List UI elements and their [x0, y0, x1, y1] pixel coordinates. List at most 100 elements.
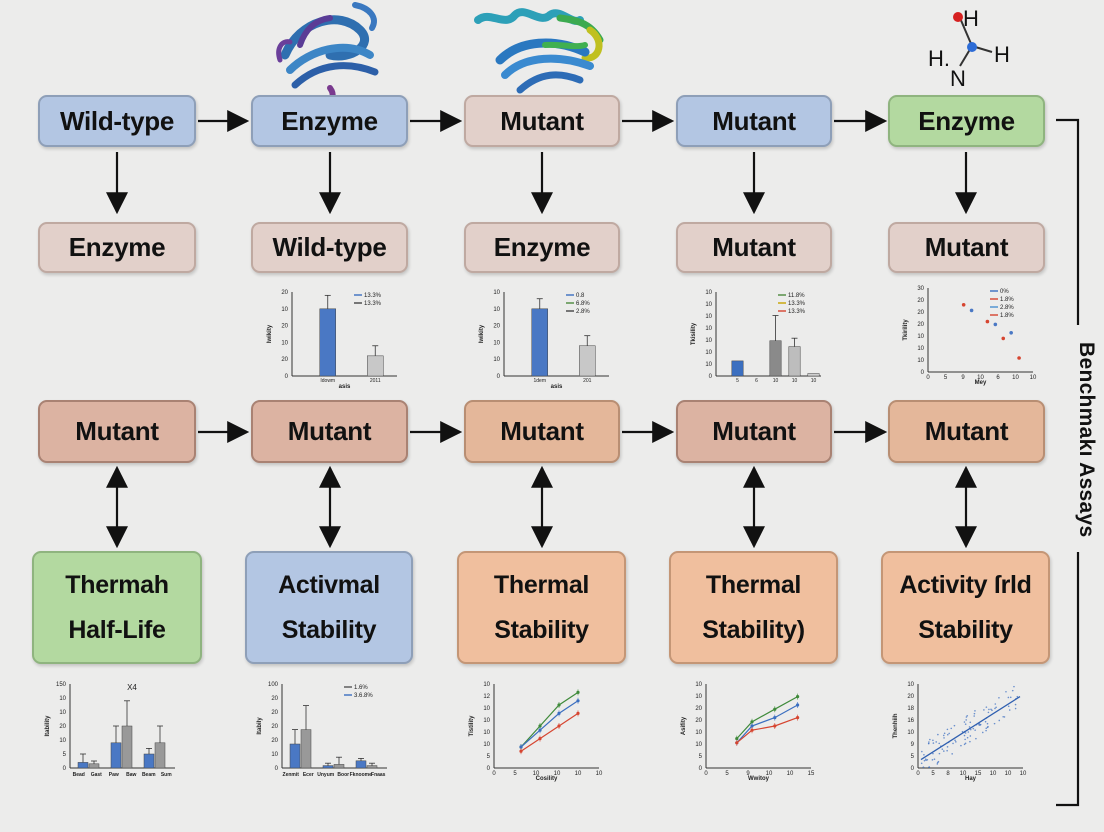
y-tick-label: 0 [275, 766, 279, 772]
data-point [968, 726, 971, 728]
node-enzyme[interactable]: Enzyme [251, 95, 408, 147]
data-point [932, 742, 935, 744]
series-line [736, 696, 798, 740]
data-point [936, 763, 939, 765]
data-point [936, 761, 939, 764]
y-tick-label: 12 [483, 694, 490, 700]
data-point [983, 709, 985, 711]
y-tick-label: 20 [271, 710, 278, 716]
node-mutant[interactable]: Mutant [464, 400, 620, 463]
data-point [969, 308, 974, 313]
data-point [938, 752, 941, 755]
legend-label: 1.6% [354, 685, 368, 691]
x-tick-label: Fknoome [350, 772, 372, 778]
data-point [969, 740, 971, 743]
node-mutant[interactable]: Mutant [38, 400, 196, 463]
node-mutant[interactable]: Mutant [464, 95, 620, 147]
node-enzyme[interactable]: Enzyme [888, 95, 1045, 147]
x-tick-label: 9 [961, 375, 965, 381]
x-tick-label: 0 [492, 771, 496, 777]
data-point [1009, 331, 1013, 335]
y-tick-label: 16 [907, 718, 914, 724]
node-mutant[interactable]: Mutant [676, 95, 832, 147]
node-mutant[interactable]: Mutant [676, 222, 832, 273]
x-tick-label: Beam [142, 772, 156, 778]
y-tick-label: 10 [695, 742, 702, 748]
x-tick-label: 10 [811, 378, 817, 384]
data-point [927, 742, 930, 745]
data-point [1013, 685, 1015, 688]
x-tick-label: Gast [91, 772, 102, 778]
data-point [993, 722, 996, 725]
x-axis-label: Wwitoy [748, 776, 770, 782]
x-tick-label: 15 [808, 771, 815, 777]
y-tick-label: 10 [483, 718, 490, 724]
x-tick-label: Baw [126, 772, 136, 778]
x-axis-label: Mey [975, 380, 987, 386]
data-point [985, 729, 987, 732]
node-mutant[interactable]: Mutant [888, 222, 1045, 273]
node-mutant[interactable]: Mutant [888, 400, 1045, 463]
data-point [964, 723, 967, 725]
series-line [736, 717, 798, 744]
bar [367, 355, 384, 377]
node-wild-type[interactable]: Wild-type [251, 222, 408, 273]
series-line [736, 704, 798, 744]
y-axis-label: Asifity [681, 716, 687, 735]
x-tick-label: Zenmit [283, 772, 300, 778]
node-wild-type[interactable]: Wild-type [38, 95, 196, 147]
x-tick-label: 10 [977, 375, 984, 381]
trend-line [920, 696, 1021, 761]
data-point [998, 719, 1001, 722]
y-tick-label: 18 [907, 706, 914, 712]
node-enzyme[interactable]: Enzyme [464, 222, 620, 273]
data-point [995, 706, 997, 709]
y-tick-label: 10 [695, 682, 702, 688]
x-tick-label: Ecer [303, 772, 314, 778]
data-point [952, 742, 954, 745]
bar [731, 360, 744, 377]
data-point [1011, 689, 1014, 692]
data-point [964, 742, 967, 745]
series-line [520, 700, 579, 748]
bar [769, 340, 782, 377]
data-point [969, 721, 972, 724]
data-point [981, 731, 984, 734]
node-mutant[interactable]: Mutant [676, 400, 832, 463]
side-label-benchmark-assays: Benchmakı Assays [1075, 342, 1098, 538]
legend-label: 6.8% [576, 301, 590, 307]
y-axis-label: Itability [45, 715, 51, 737]
x-tick-label: 8 [946, 771, 950, 777]
legend-label: 0.8 [576, 293, 585, 299]
bar [88, 763, 100, 769]
y-tick-label: 10 [907, 730, 914, 736]
data-point [964, 738, 966, 741]
y-tick-label: 20 [917, 322, 924, 328]
x-tick-label: 10 [787, 771, 794, 777]
x-axis-label: asis [551, 384, 563, 390]
bar [355, 760, 367, 769]
node-enzyme[interactable]: Enzyme [38, 222, 196, 273]
y-axis-label: Itabily [257, 717, 263, 735]
data-point [948, 732, 950, 735]
y-tick-label: 10 [705, 350, 712, 356]
node-mutant[interactable]: Mutant [251, 400, 408, 463]
x-tick-label: 5 [513, 771, 517, 777]
data-point [943, 737, 945, 739]
y-tick-label: 20 [917, 310, 924, 316]
x-tick-label: 5 [944, 375, 948, 381]
y-tick-label: 10 [917, 346, 924, 352]
y-tick-label: 20 [271, 738, 278, 744]
x-tick-label: 10 [575, 771, 582, 777]
y-tick-label: 0 [911, 766, 915, 772]
